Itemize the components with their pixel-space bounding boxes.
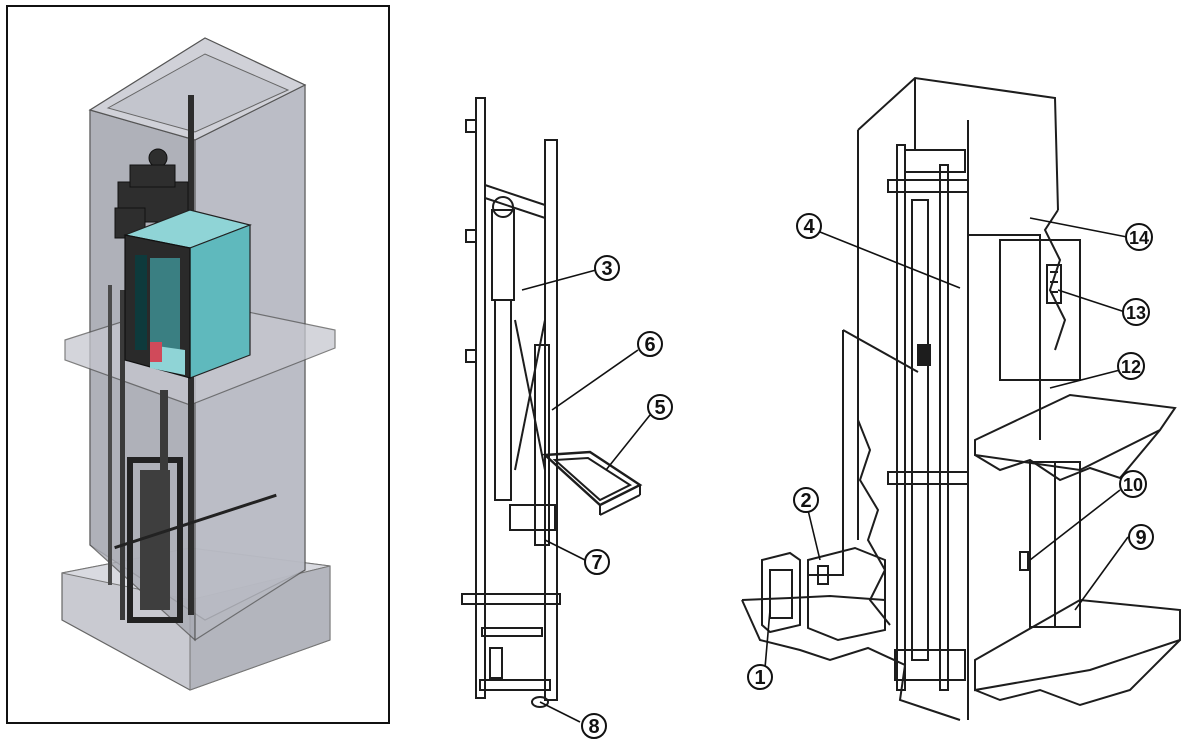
controller-cabinet xyxy=(761,551,801,634)
elevator-cabin xyxy=(122,209,252,379)
callout-6: 6 xyxy=(637,331,663,357)
svg-text:2: 2 xyxy=(800,490,811,512)
svg-text:10: 10 xyxy=(1123,475,1143,495)
left-panel-render xyxy=(6,5,390,724)
counterweight xyxy=(114,390,277,623)
power-unit xyxy=(807,546,886,642)
svg-text:14: 14 xyxy=(1129,228,1149,248)
callout-14: 14 xyxy=(1125,223,1153,251)
drive-machine xyxy=(114,148,189,239)
svg-text:12: 12 xyxy=(1121,357,1141,377)
callout-8: 8 xyxy=(581,713,607,739)
callout-1: 1 xyxy=(747,664,773,690)
middle-panel-drawing xyxy=(461,97,643,708)
callout-9: 9 xyxy=(1128,524,1154,550)
svg-text:8: 8 xyxy=(588,716,599,738)
callout-5: 5 xyxy=(647,394,673,420)
callout-12: 12 xyxy=(1117,352,1145,380)
callout-13: 13 xyxy=(1122,298,1150,326)
svg-text:7: 7 xyxy=(591,552,602,574)
svg-text:13: 13 xyxy=(1126,303,1146,323)
svg-text:6: 6 xyxy=(644,334,655,356)
callout-10: 10 xyxy=(1119,470,1147,498)
svg-text:5: 5 xyxy=(654,397,665,419)
svg-text:1: 1 xyxy=(754,667,765,689)
right-panel-drawing xyxy=(741,76,1181,721)
callout-2: 2 xyxy=(793,487,819,513)
svg-text:9: 9 xyxy=(1135,527,1146,549)
callout-3: 3 xyxy=(594,255,620,281)
leader-lines xyxy=(521,217,1129,723)
svg-text:3: 3 xyxy=(601,258,612,280)
callout-7: 7 xyxy=(584,549,610,575)
callout-4: 4 xyxy=(796,213,822,239)
svg-text:4: 4 xyxy=(803,216,815,238)
